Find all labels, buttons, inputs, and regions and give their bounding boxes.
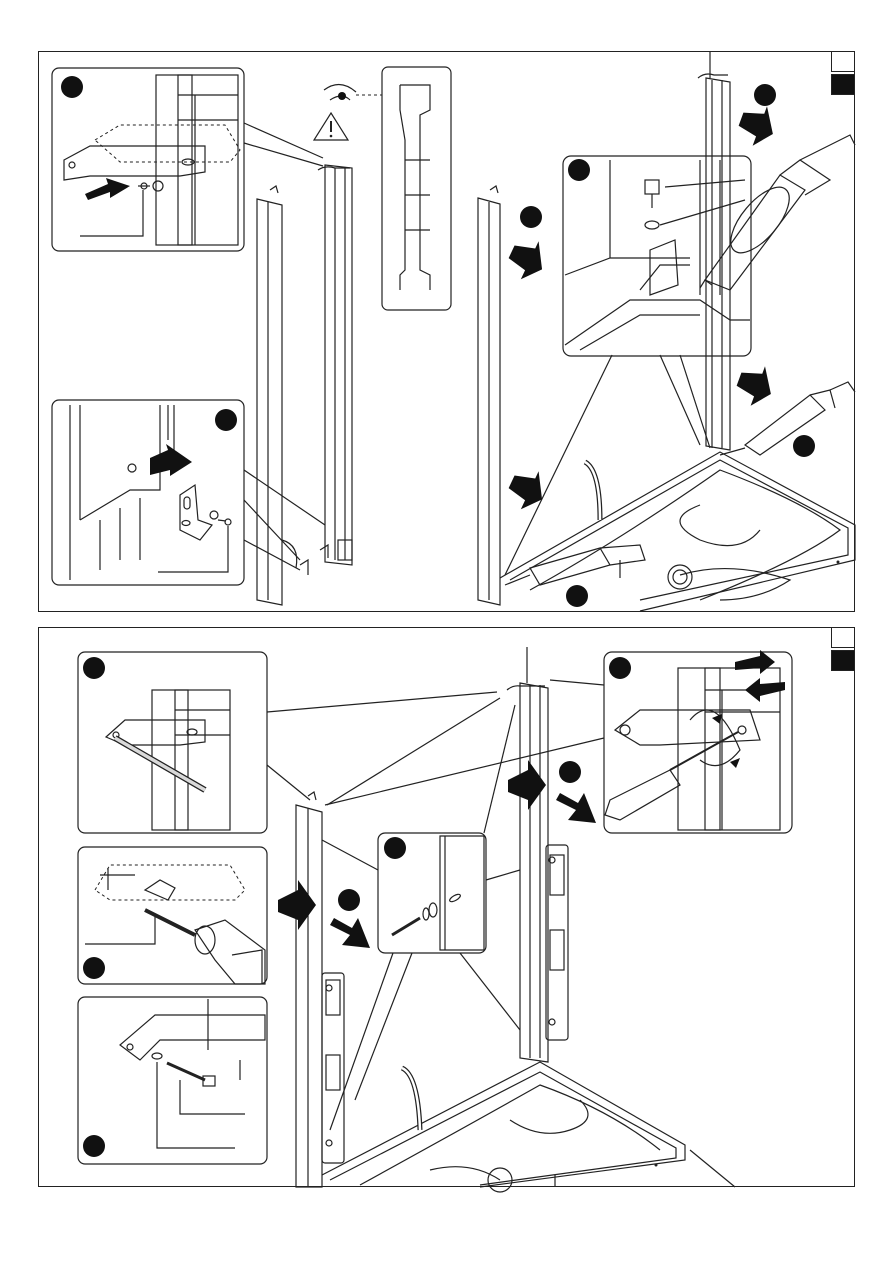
step-marker [61,76,83,98]
step-marker [568,159,590,181]
sealant-gun-floor [505,545,645,585]
wall-profile-installed [698,51,730,450]
corner-profile [478,186,500,605]
step-marker [215,409,237,431]
warning-triangle-icon [314,113,348,140]
arrow-icon [732,359,779,410]
sealant-gun-bottom [720,382,855,455]
detail-box-bracket [52,68,244,251]
lower-panel [38,627,855,1187]
sealant-gun-top [700,135,855,290]
profile-detail-box [382,67,451,310]
step-marker [520,206,542,228]
step-marker [566,585,588,607]
wall-profile-right [282,165,352,575]
step-marker [793,435,815,457]
wall-profile-left [257,186,282,605]
detail-box-angle-bracket [52,400,244,585]
arrow-icon [734,99,781,150]
arrow-icon [503,233,552,286]
eye-icon [324,84,382,100]
step-marker [754,84,776,106]
arrow-icon [503,463,552,516]
